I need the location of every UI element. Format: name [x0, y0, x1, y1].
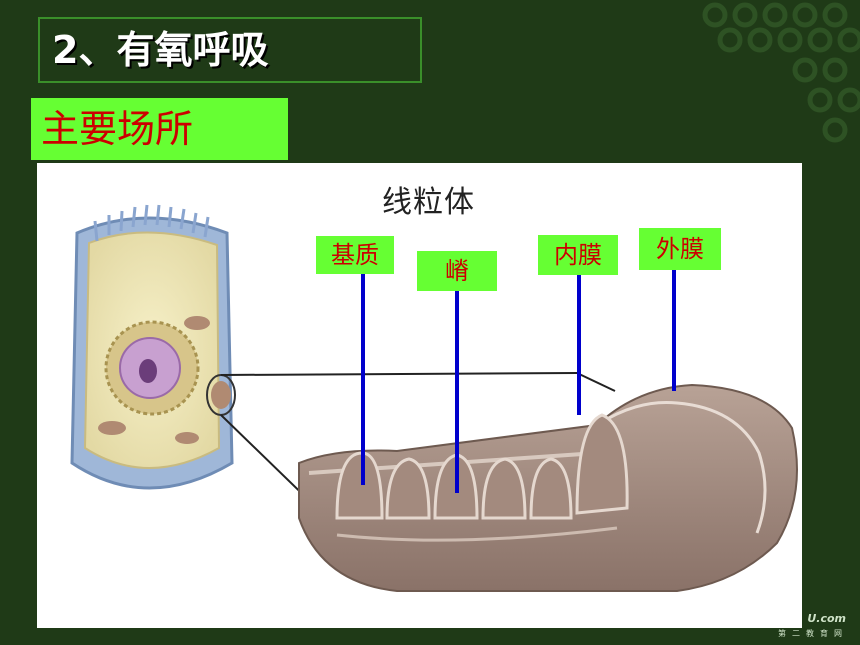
decorative-knot-pattern [702, 2, 860, 143]
watermark-chars: 第二教育网 [778, 629, 848, 638]
mitochondria-diagram-panel: 线粒体 基质 嵴 内膜 外膜 [37, 163, 802, 628]
mitochondrion [298, 383, 798, 592]
pointer-lines [361, 270, 676, 493]
animal-cell [70, 204, 236, 490]
label-matrix: 基质 [316, 236, 394, 274]
label-inner-membrane: 内膜 [538, 235, 618, 275]
label-crista: 嵴 [417, 251, 497, 291]
label-outer-membrane: 外膜 [639, 228, 721, 270]
diagram-heading: 线粒体 [382, 185, 475, 220]
watermark-site: U.com [807, 612, 846, 625]
slide-title: 2、有氧呼吸 [38, 17, 422, 83]
slide-subtitle: 主要场所 [31, 98, 288, 160]
mitochondria-illustration [70, 204, 798, 592]
